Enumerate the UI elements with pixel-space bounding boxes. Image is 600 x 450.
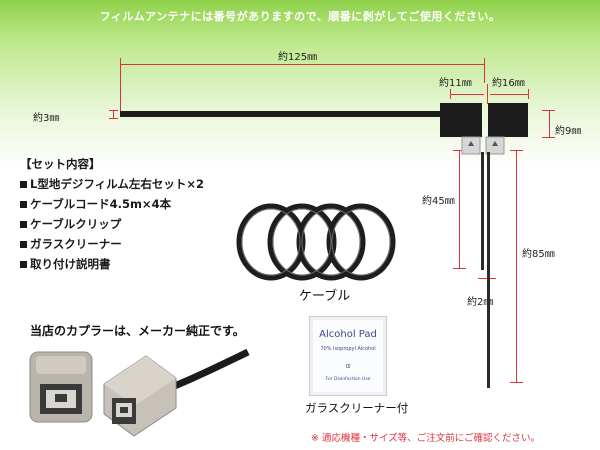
contents-item: ケーブルコード4.5m×4本 xyxy=(20,194,204,214)
pad-subtitle: 70% Isopropyl Alcohol xyxy=(320,346,376,352)
contents-item: L型地デジフィルム左右セット×2 xyxy=(20,174,204,194)
bullet-square-icon xyxy=(20,180,27,188)
width-left-line xyxy=(450,94,484,95)
wire-short-bottom xyxy=(453,268,466,269)
coupler-title: 当店のカプラーは、メーカー純正です。 xyxy=(30,324,245,338)
cleaner-label: ガラスクリーナー付 xyxy=(305,401,409,415)
width-center-divider xyxy=(487,84,488,104)
set-contents-heading: 【セット内容】 xyxy=(20,157,101,171)
film-thickness-top xyxy=(109,110,118,111)
set-contents: 【セット内容】 L型地デジフィルム左右セット×2 ケーブルコード4.5m×4本 … xyxy=(20,154,204,274)
footer-note: ※ 適応機種・サイズ等、ご注文前にご確認ください。 xyxy=(311,433,541,444)
contents-item: ガラスクリーナー xyxy=(20,234,204,254)
pad-title: Alcohol Pad xyxy=(319,329,377,340)
width-right-label: 約16㎜ xyxy=(492,78,525,89)
wire-long-line xyxy=(516,150,517,382)
wire-long-bottom xyxy=(510,382,523,383)
width-left-label: 約11㎜ xyxy=(439,78,472,89)
bullet-square-icon xyxy=(20,220,27,228)
wire-short-line xyxy=(459,150,460,268)
wire-long-label: 約85㎜ xyxy=(522,249,555,260)
element-height-bottom xyxy=(542,137,555,138)
width-right-line xyxy=(490,94,528,95)
contents-item: ケーブルクリップ xyxy=(20,214,204,234)
bullet-square-icon xyxy=(20,260,27,268)
element-height-label: 約9㎜ xyxy=(555,126,582,137)
pad-symbol: α xyxy=(345,362,351,370)
wire-short-top xyxy=(453,150,466,151)
element-height-top xyxy=(542,110,555,111)
contents-item: 取り付け説明書 xyxy=(20,254,204,274)
alcohol-pad-image: Alcohol Pad 70% Isopropyl Alcohol α For … xyxy=(309,316,387,396)
wire-long-top xyxy=(510,150,523,151)
length-total-label: 約125㎜ xyxy=(278,52,318,63)
wire-gap-label: 約2㎜ xyxy=(467,297,494,308)
film-thickness-label: 約3㎜ xyxy=(33,113,60,124)
film-thickness-line xyxy=(113,110,114,119)
cable-label: ケーブル xyxy=(299,289,351,304)
length-total-left-tick xyxy=(120,58,121,114)
pad-usage: For Disinfection Use xyxy=(325,377,371,382)
bullet-square-icon xyxy=(20,240,27,248)
bullet-square-icon xyxy=(20,200,27,208)
top-banner: フィルムアンテナには番号がありますので、順番に剥がしてご使用ください。 xyxy=(99,10,501,23)
length-total-right-tick xyxy=(484,58,485,83)
element-height-line xyxy=(549,110,550,137)
length-total-line xyxy=(120,64,485,65)
wire-short-label: 約45㎜ xyxy=(422,196,455,207)
film-thickness-bottom xyxy=(109,118,118,119)
width-left-tick xyxy=(450,89,451,99)
width-right-tick xyxy=(528,89,529,99)
